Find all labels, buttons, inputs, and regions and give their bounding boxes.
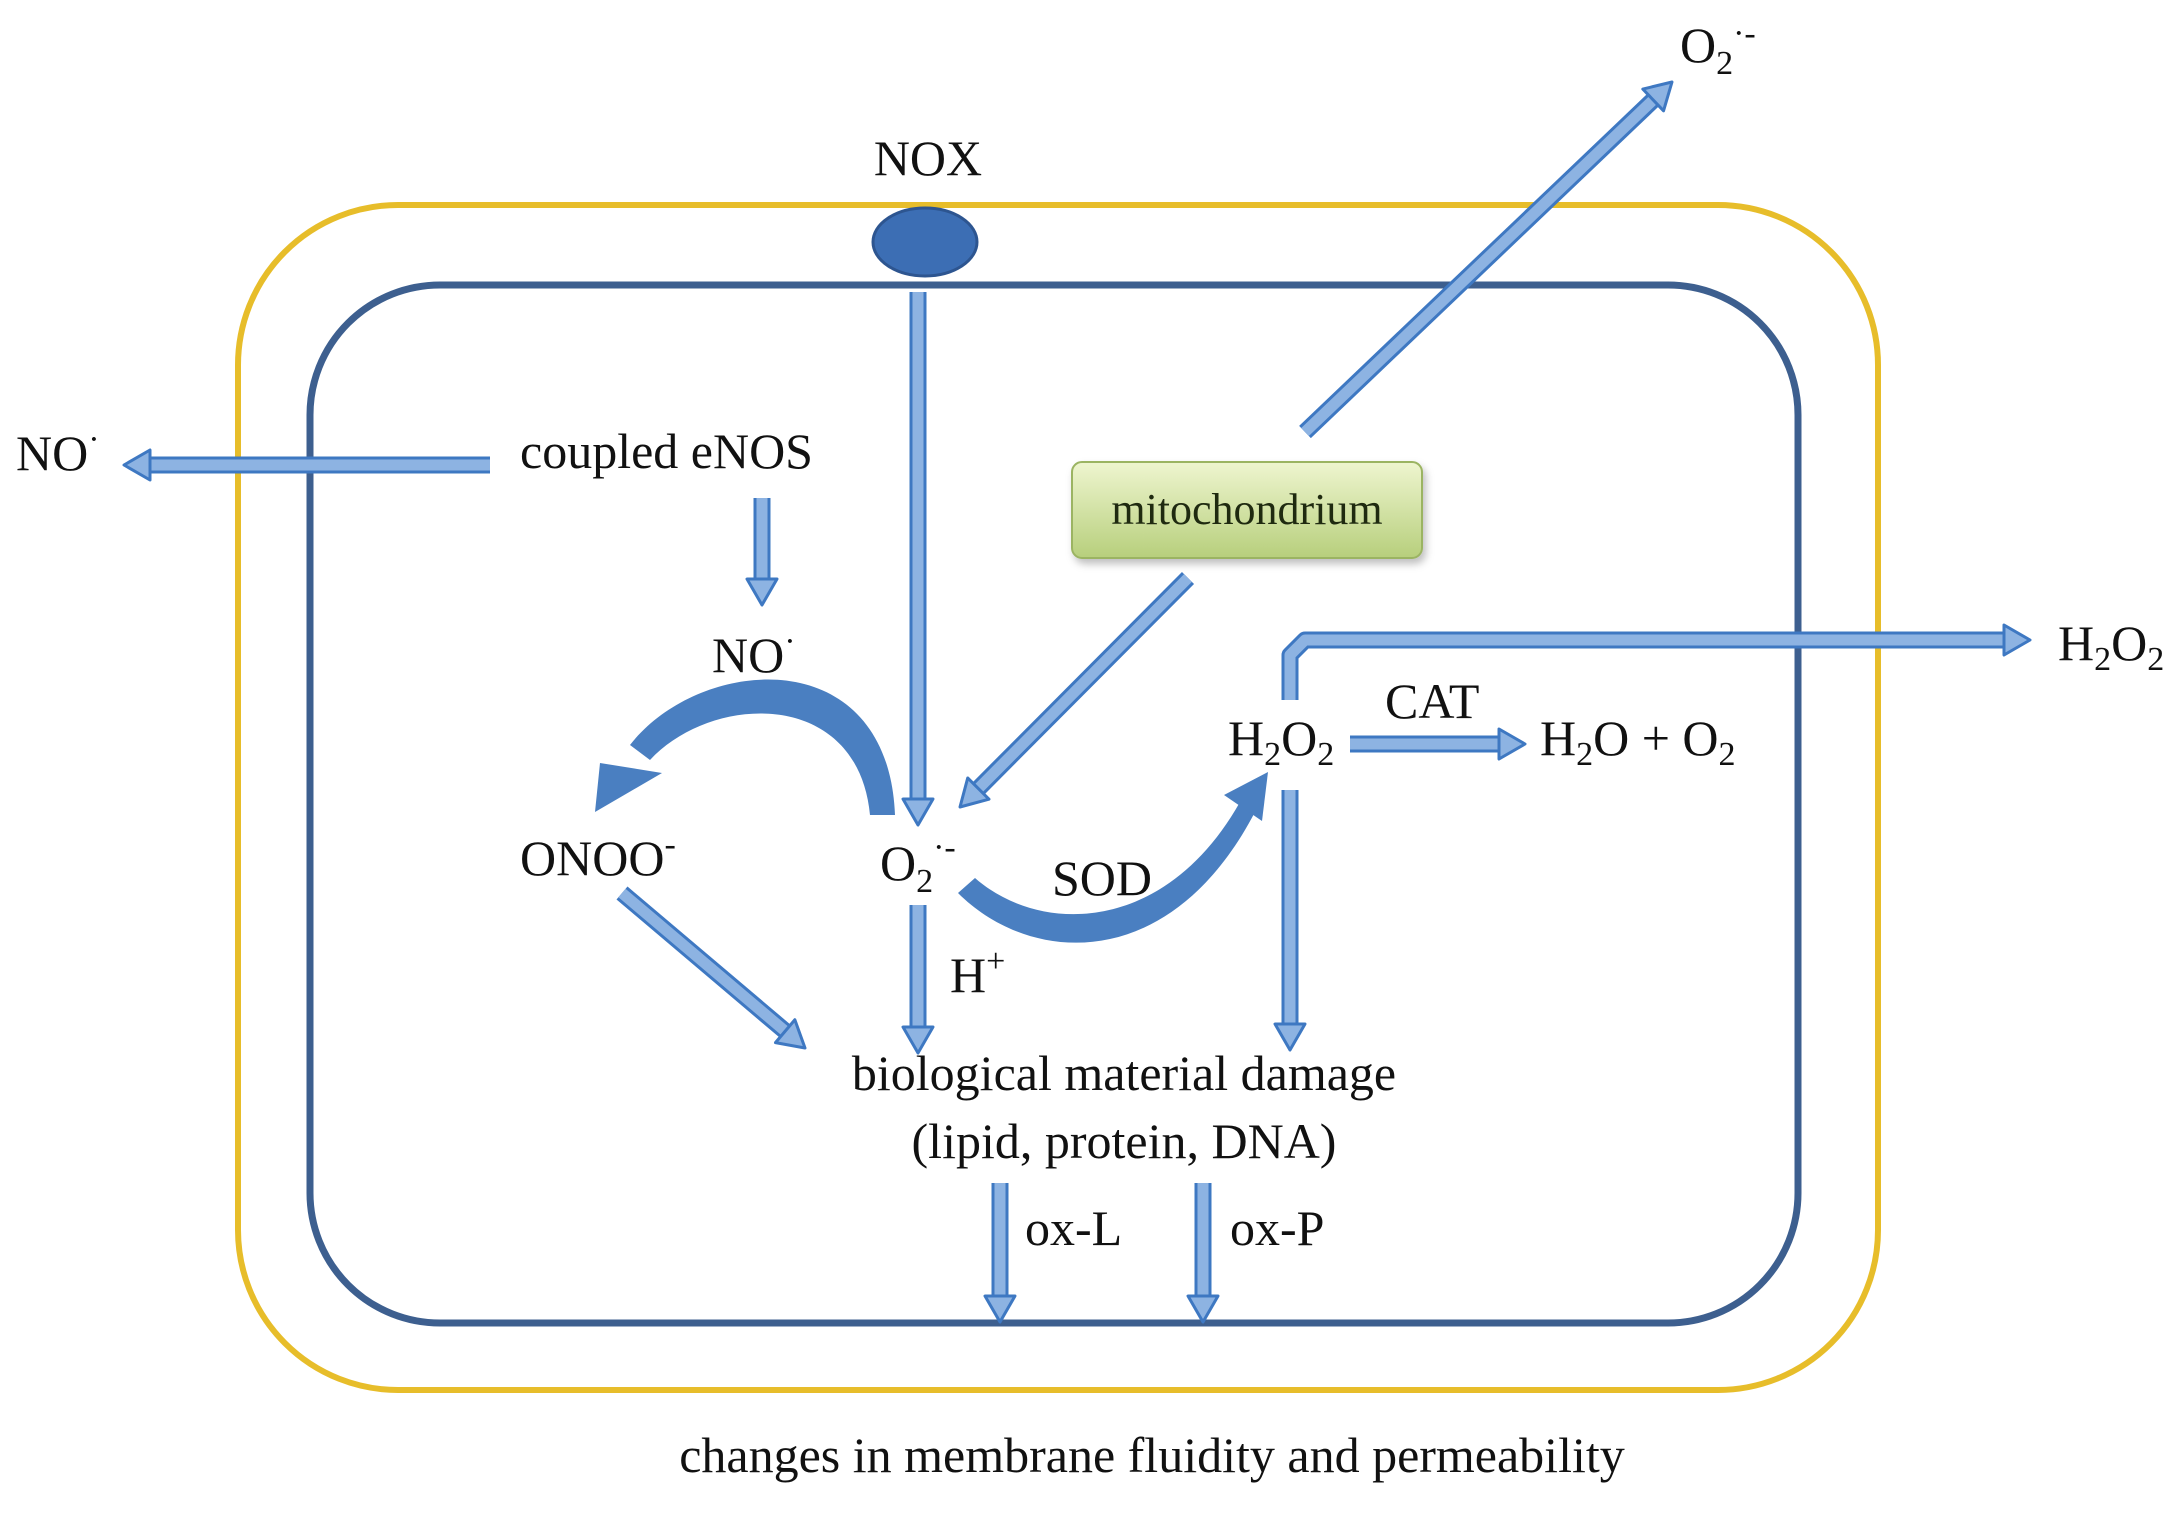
arrow-ox-p [1186, 1183, 1220, 1324]
o2-in-base: O [880, 835, 916, 891]
no-mid-sup: · [784, 623, 795, 660]
arrow-mito-to-o2-out-body [1301, 95, 1657, 436]
arrow-onoo-to-damage [616, 886, 807, 1050]
no-out-base: NO [16, 425, 88, 481]
arrow-onoo-to-damage-head [773, 1018, 807, 1050]
arrow-mito-to-o2-out-head [1641, 80, 1674, 113]
water-mid: O + O [1593, 710, 1718, 766]
arrow-mito-to-o2-head [958, 776, 991, 809]
mitochondrium-label: mitochondrium [1111, 485, 1382, 534]
water-h: H [1540, 710, 1576, 766]
nox-label: NOX [874, 130, 982, 186]
arrow-o2-to-damage-head [901, 1025, 935, 1055]
curved-arrow-layer [595, 679, 1268, 943]
arrow-ox-l-head [983, 1294, 1017, 1324]
ox-p-label: ox-P [1230, 1200, 1324, 1256]
h2o2-out-h: H [2058, 615, 2094, 671]
damage-label-line1: biological material damage [852, 1045, 1396, 1101]
water-sub-2: 2 [1719, 736, 1736, 773]
figure-caption: changes in membrane fluidity and permeab… [679, 1427, 1625, 1483]
mitochondrium-box: mitochondrium [1071, 461, 1423, 559]
arrowhead-onoo [595, 763, 662, 812]
arrow-h2o2-to-damage-head [1273, 1022, 1307, 1052]
h2o2-out-sub-a: 2 [2094, 641, 2111, 678]
sod-label: SOD [1052, 850, 1152, 906]
no-extracellular: NO· [16, 421, 100, 481]
h-plus-base: H [950, 947, 986, 1003]
arrow-h2o2-to-outside [1281, 623, 2032, 700]
o2-in-sub: 2 [916, 863, 933, 900]
inner-membrane [306, 281, 1802, 1327]
peroxynitrite-label: ONOO- [520, 826, 676, 886]
arrow-ox-l [983, 1183, 1017, 1324]
arrow-mito-to-o2 [958, 572, 1195, 809]
outer-membrane [235, 202, 1881, 1393]
h-plus-sup: + [986, 943, 1005, 980]
h2o2-out-sub-b: 2 [2147, 641, 2164, 678]
arrowhead-h2o2 [1224, 772, 1268, 821]
arrow-enos-to-no-head [745, 577, 779, 607]
o2-radical-intracellular: O2·- [880, 829, 956, 900]
water-sub-1: 2 [1576, 736, 1593, 773]
nox-enzyme [871, 206, 979, 278]
o2-radical-extracellular: O2·- [1680, 15, 1756, 82]
arrow-o2-to-damage [901, 905, 935, 1055]
mitochondrium-shape [1071, 461, 1423, 559]
onoo-sup: - [664, 826, 675, 863]
arrow-cat-head [1497, 727, 1527, 761]
o2-in-sup: ·- [933, 829, 956, 866]
arrow-enos-to-no-out-head [122, 448, 152, 482]
h-plus-label: H+ [950, 943, 1005, 1003]
cat-label: CAT [1385, 673, 1479, 729]
arrow-h2o2-to-outside-head [2002, 623, 2032, 657]
no-intracellular: NO· [712, 623, 796, 683]
arrow-cat [1350, 727, 1527, 761]
no-out-sup: · [88, 421, 99, 458]
h2o2-in-h: H [1228, 710, 1264, 766]
arrow-nox-to-o2 [901, 292, 935, 827]
arrow-mito-to-o2-out [1299, 80, 1674, 439]
o2-out-sub: 2 [1716, 45, 1733, 82]
onoo-base: ONOO [520, 830, 664, 886]
o2-out-base: O [1680, 17, 1716, 73]
h2o2-in-o: O [1281, 710, 1317, 766]
ox-l-label: ox-L [1025, 1200, 1122, 1256]
arrow-h2o2-to-outside-body [1284, 634, 2004, 700]
arrow-onoo-to-damage-body [618, 888, 789, 1036]
arrow-nox-to-o2-head [901, 797, 935, 827]
h2o2-out-o: O [2111, 615, 2147, 671]
arrow-enos-to-no [745, 498, 779, 607]
arrow-enos-to-no-out [122, 448, 490, 482]
water-oxygen-products: H2O + O2 [1540, 710, 1736, 773]
arrow-ox-p-head [1186, 1294, 1220, 1324]
arrow-mito-to-o2-body [974, 574, 1192, 793]
damage-label-line2: (lipid, protein, DNA) [912, 1113, 1337, 1169]
coupled-enos-label: coupled eNOS [520, 423, 813, 479]
h2o2-extracellular: H2O2 [2058, 615, 2164, 678]
h2o2-intracellular: H2O2 [1228, 710, 1334, 773]
h2o2-in-sub-b: 2 [1317, 736, 1334, 773]
curved-arrow-sod [958, 802, 1255, 943]
arrow-layer [122, 80, 2032, 1324]
arrow-h2o2-to-damage [1273, 790, 1307, 1052]
no-mid-base: NO [712, 627, 784, 683]
o2-out-sup: ·- [1733, 15, 1756, 52]
h2o2-in-sub-a: 2 [1264, 736, 1281, 773]
curved-arrow-o2-to-onoo [630, 679, 895, 815]
